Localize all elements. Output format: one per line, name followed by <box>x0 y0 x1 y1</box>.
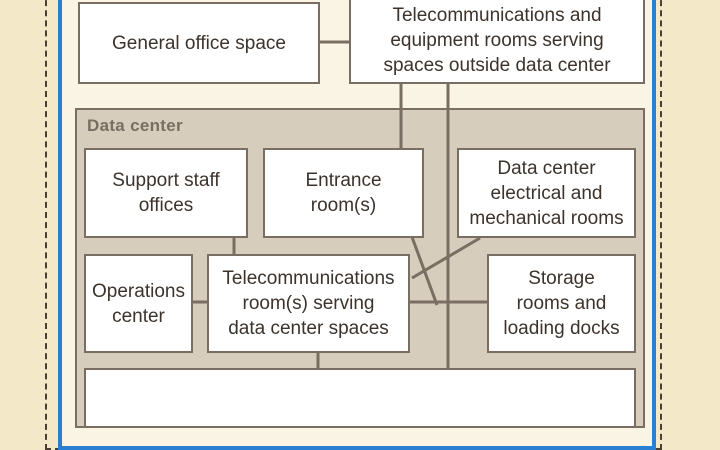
electrical-mechanical-box: Data center electrical and mechanical ro… <box>457 148 636 238</box>
computer-room-box <box>84 368 636 428</box>
general-office-box: General office space <box>78 2 320 84</box>
telecom-outside-box: Telecommunications and equipment rooms s… <box>349 0 645 84</box>
connector-electrical-to-telecom <box>411 236 481 280</box>
storage-rooms-box: Storage rooms and loading docks <box>487 254 636 353</box>
connection-lines <box>193 40 487 405</box>
entrance-room-box: Entrance room(s) <box>263 148 424 238</box>
telecom-dc-box: Telecommunications room(s) serving data … <box>207 254 410 353</box>
data-center-label: Data center <box>87 116 183 135</box>
operations-center-box: Operations center <box>84 254 193 353</box>
support-staff-box: Support staff offices <box>84 148 248 238</box>
